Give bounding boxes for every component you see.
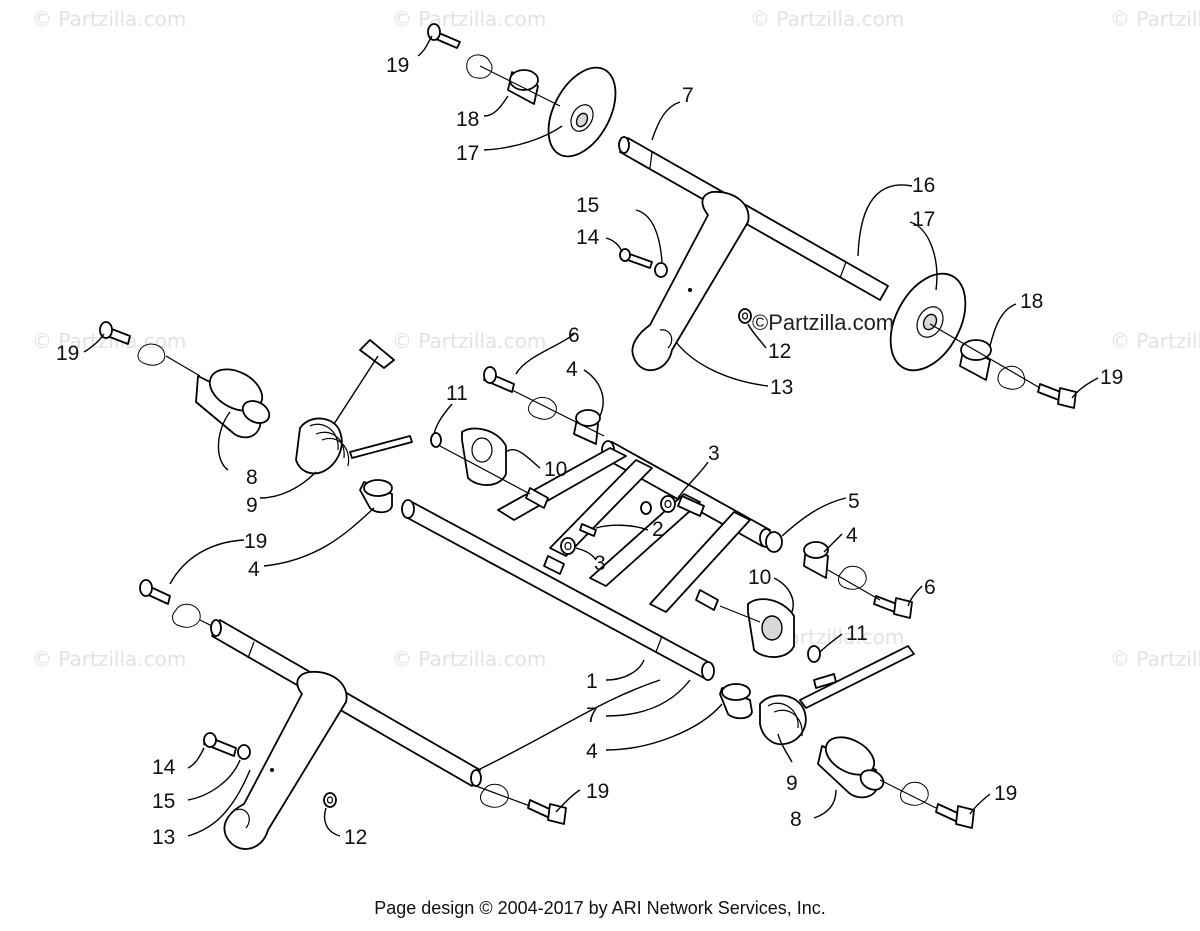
callout-11: 11 <box>846 622 868 645</box>
footer-copyright: Page design © 2004-2017 by ARI Network S… <box>374 898 826 918</box>
loctite-symbol <box>997 365 1026 390</box>
upper-axle-end <box>618 136 630 154</box>
loctite-symbol <box>527 397 557 420</box>
grease-fitting <box>579 523 597 537</box>
callout-11: 11 <box>446 382 468 405</box>
watermark: © Partzilla.com <box>392 7 546 31</box>
watermark: © Partzilla.com <box>392 647 546 671</box>
watermark: © Partzilla.com <box>750 7 904 31</box>
torsion-spring-leg <box>359 339 395 369</box>
right-spring-assembly <box>719 645 975 829</box>
callout-8: 8 <box>790 808 802 831</box>
callout-19: 19 <box>586 780 609 803</box>
callout-4: 4 <box>586 740 598 763</box>
frame-rail <box>497 447 627 521</box>
callout-17: 17 <box>912 208 935 231</box>
callout-19: 19 <box>244 530 267 553</box>
frame-rail <box>649 511 751 613</box>
callout-labels: 19 18 17 7 16 17 15 14 18 12 13 19 19 6 … <box>56 54 1123 849</box>
middle-frame-assembly <box>401 366 913 681</box>
watermark-center: ©Partzilla.com <box>752 310 894 335</box>
callout-9: 9 <box>246 494 258 517</box>
loctite-symbol <box>900 781 929 806</box>
lower-idler-arm <box>223 671 348 850</box>
callout-1: 1 <box>586 670 598 693</box>
torsion-spring <box>295 417 343 475</box>
callout-19: 19 <box>386 54 409 77</box>
callout-2: 2 <box>652 518 664 541</box>
callout-4: 4 <box>248 558 260 581</box>
leader-lines <box>83 35 1099 837</box>
callout-6: 6 <box>568 324 580 347</box>
cross-tube <box>603 441 771 547</box>
callout-7: 7 <box>586 704 598 727</box>
callout-18: 18 <box>1020 290 1043 313</box>
watermark: © Partzilla.com <box>32 7 186 31</box>
callout-10: 10 <box>544 458 567 481</box>
washer <box>560 537 576 555</box>
upper-idler-assembly <box>427 23 1077 409</box>
washer <box>660 495 676 513</box>
callout-14: 14 <box>152 756 176 779</box>
upper-idler-arm <box>631 191 750 372</box>
callout-16: 16 <box>912 174 935 197</box>
loctite-symbol <box>137 343 166 366</box>
washer <box>237 744 251 760</box>
callout-5: 5 <box>848 490 860 513</box>
loctite-symbol <box>466 54 493 79</box>
lower-idler-assembly <box>139 579 567 850</box>
callout-4: 4 <box>566 358 578 381</box>
watermark: © Partzilla.com <box>1110 647 1200 671</box>
watermark: © Partzilla.com <box>392 329 546 353</box>
callout-18: 18 <box>456 108 479 131</box>
loctite-symbol <box>172 603 201 628</box>
callout-6: 6 <box>924 576 936 599</box>
pivot-block <box>461 427 507 486</box>
nut <box>738 308 752 324</box>
callout-7: 7 <box>682 84 694 107</box>
watermark: © Partzilla.com <box>32 647 186 671</box>
callout-17: 17 <box>456 142 479 165</box>
left-spring-assembly <box>99 321 413 514</box>
grease-fitting <box>640 501 652 515</box>
callout-4: 4 <box>846 524 858 547</box>
idler-wheel <box>547 66 617 158</box>
callout-19: 19 <box>56 342 79 365</box>
watermark: © Partzilla.com <box>1110 7 1200 31</box>
nut <box>323 792 337 808</box>
callout-3: 3 <box>594 552 606 575</box>
callout-3: 3 <box>708 442 720 465</box>
callout-19: 19 <box>1100 366 1123 389</box>
frame-rail <box>589 493 701 587</box>
bushing <box>765 531 783 553</box>
callout-12: 12 <box>344 826 367 849</box>
torsion-spring <box>759 694 807 746</box>
callout-12: 12 <box>768 340 791 363</box>
loctite-symbol <box>480 783 509 808</box>
frame-rail <box>549 459 653 557</box>
washer <box>654 262 668 278</box>
callout-14: 14 <box>576 226 600 249</box>
retaining-ring <box>807 645 821 663</box>
callout-15: 15 <box>576 194 599 217</box>
callout-9: 9 <box>786 772 798 795</box>
callout-15: 15 <box>152 790 175 813</box>
callout-19: 19 <box>994 782 1017 805</box>
loctite-symbol <box>838 565 867 590</box>
callout-8: 8 <box>246 466 258 489</box>
callout-10: 10 <box>748 566 771 589</box>
callout-13: 13 <box>152 826 175 849</box>
callout-13: 13 <box>770 376 793 399</box>
watermark: © Partzilla.com <box>1110 329 1200 353</box>
retaining-ring <box>430 432 442 448</box>
